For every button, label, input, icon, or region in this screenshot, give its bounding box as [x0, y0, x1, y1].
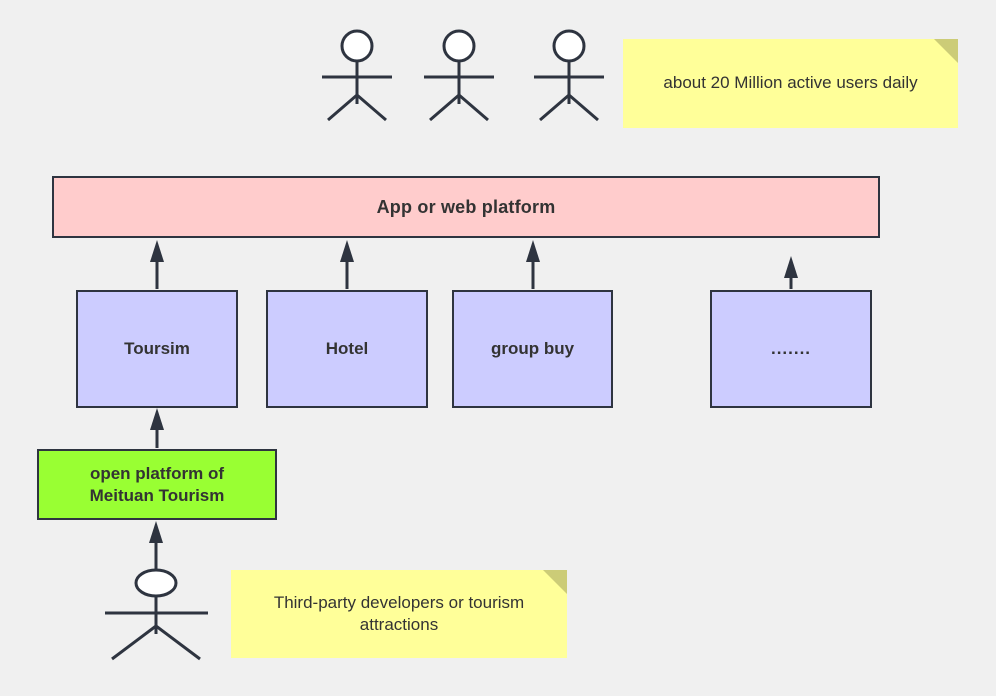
open-platform-node[interactable]: open platform of Meituan Tourism — [37, 449, 277, 520]
arrow-developer-to-openplatform — [149, 521, 163, 573]
note-third-party-developers: Third-party developers or tourism attrac… — [231, 570, 567, 658]
service-box-toursim-label: Toursim — [124, 339, 190, 358]
service-box-hotel-label: Hotel — [325, 339, 369, 358]
arrow-openplatform-to-toursim — [150, 408, 164, 448]
note-active-users: about 20 Million active users daily — [623, 39, 958, 128]
arrow-groupbuy-to-platform — [526, 240, 540, 289]
service-box-group-buy[interactable]: group buy — [452, 290, 613, 408]
note-fold-icon — [934, 39, 958, 63]
service-box-toursim[interactable]: Toursim — [76, 290, 238, 408]
open-platform-label-line1: open platform of — [89, 463, 225, 483]
arrow-toursim-to-platform — [150, 240, 164, 289]
actor-active-user-2 — [424, 29, 494, 122]
note-fold-icon — [543, 570, 567, 594]
service-box-more[interactable]: ....... — [710, 290, 872, 408]
open-platform-label: open platform of Meituan Tourism — [90, 463, 225, 507]
actor-active-user-1 — [322, 29, 392, 122]
service-box-hotel[interactable]: Hotel — [266, 290, 428, 408]
service-box-more-label: ....... — [770, 339, 812, 358]
arrow-more-to-platform — [784, 256, 798, 289]
service-box-group-buy-label: group buy — [490, 339, 575, 358]
app-or-web-platform-label: App or web platform — [376, 196, 556, 217]
actor-third-party-developer — [105, 568, 208, 661]
arrow-hotel-to-platform — [340, 240, 354, 289]
note-third-party-developers-text: Third-party developers or tourism attrac… — [273, 592, 525, 634]
actor-active-user-3 — [534, 29, 604, 122]
app-or-web-platform-node[interactable]: App or web platform — [52, 176, 880, 238]
open-platform-label-line2: Meituan Tourism — [89, 485, 225, 505]
note-active-users-text: about 20 Million active users daily — [663, 73, 918, 93]
